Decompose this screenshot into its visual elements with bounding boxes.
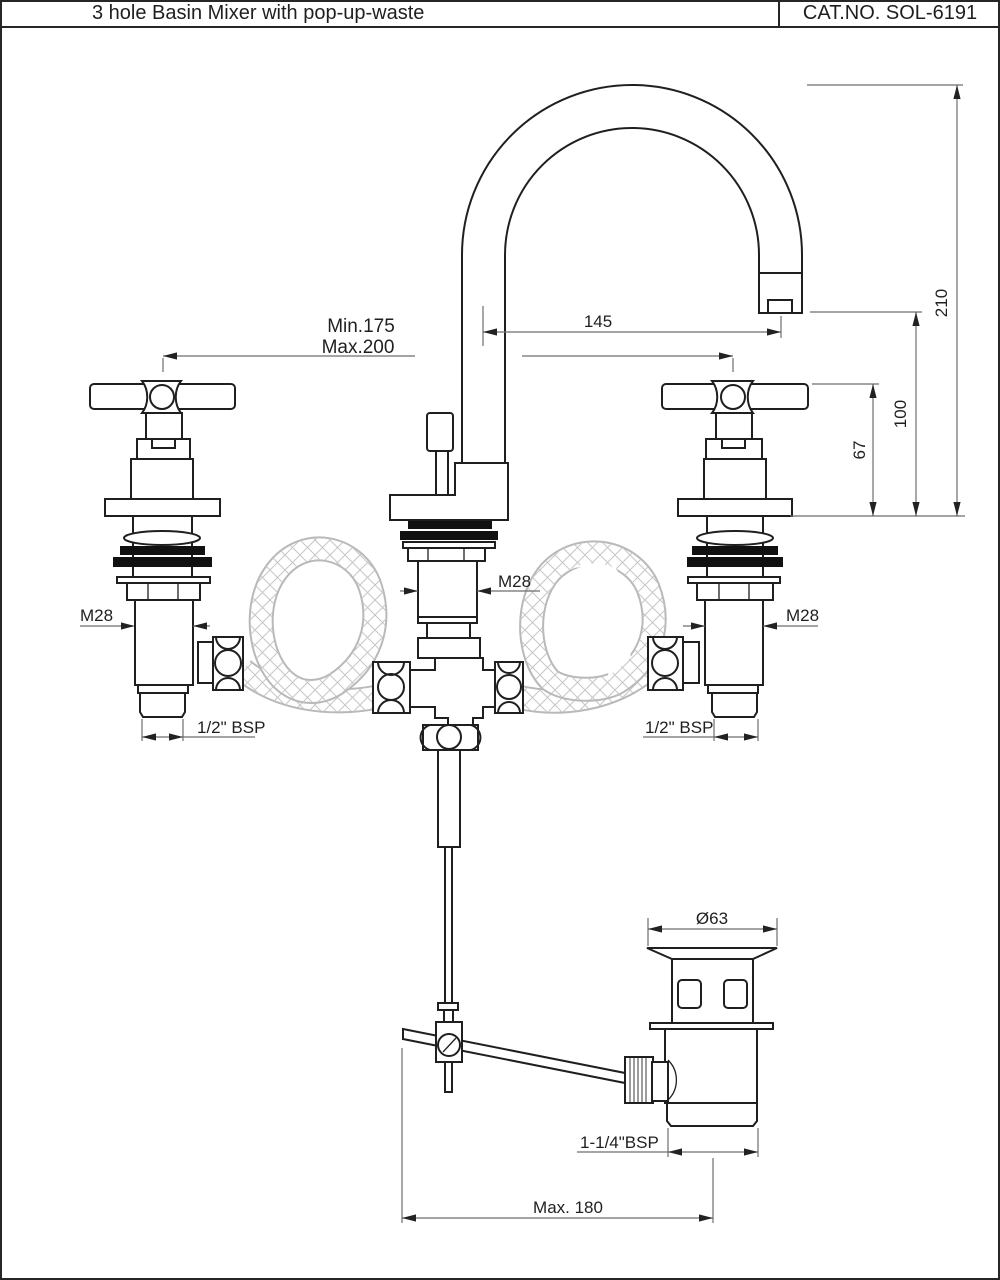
- overflow-slot-left: [677, 979, 702, 1009]
- spout-base: [389, 462, 509, 521]
- lift-rod-collar: [437, 1002, 459, 1011]
- gasket-bottom: [400, 531, 498, 540]
- right-hose-union-ball: [651, 649, 679, 677]
- right-inlet-stub: [711, 692, 758, 718]
- valve-cartridge-m28: [417, 560, 478, 618]
- dim-label-spacing-max: Max.200: [322, 337, 395, 358]
- overflow-slot-right: [723, 979, 748, 1009]
- left-handle-assembly: [89, 380, 244, 718]
- right-seal-ring: [696, 530, 774, 546]
- flex-hose-right: [515, 540, 667, 714]
- left-handle-screw: [149, 384, 175, 410]
- left-seal-ring: [123, 530, 201, 546]
- dim-label-spout-reach: 145: [584, 312, 612, 331]
- gasket-top: [408, 521, 492, 529]
- dimension-waste-diameter: Ø63: [647, 909, 778, 946]
- left-inlet-stub: [139, 692, 186, 718]
- spout-aerator: [767, 299, 793, 314]
- lever-coupling: [651, 1061, 669, 1102]
- right-flange: [677, 498, 793, 517]
- dim-label-waste-diameter: Ø63: [696, 909, 728, 928]
- pop-up-waste-assembly: [624, 947, 778, 1127]
- lift-rod-lower: [443, 1009, 454, 1023]
- dim-label-spacing-min: Min.175: [327, 316, 395, 337]
- dim-label-outlet-height: 100: [891, 400, 910, 428]
- union-right-ball: [496, 674, 522, 700]
- left-valve-upper: [130, 458, 194, 500]
- dimension-lever-reach: Max. 180: [401, 1048, 714, 1223]
- right-valve-m28: [704, 599, 764, 686]
- dimension-handle-spacing: Min.175 Max.200: [162, 316, 734, 372]
- left-nut: [126, 582, 201, 601]
- left-gasket-2: [113, 557, 212, 567]
- right-stub-hex: [707, 684, 759, 694]
- dim-label-bsp-right: 1/2" BSP: [645, 718, 713, 737]
- spout-outer-curve: [461, 84, 803, 464]
- center-valve-body: [372, 462, 524, 751]
- dim-label-m28-right: M28: [786, 606, 819, 625]
- spout: [461, 84, 803, 464]
- dim-label-bsp-left: 1/2" BSP: [197, 718, 265, 737]
- dim-label-lever-reach: Max. 180: [533, 1198, 603, 1217]
- title-bar: 3 hole Basin Mixer with pop-up-waste CAT…: [0, 0, 1000, 28]
- left-valve-m28: [134, 599, 194, 686]
- union-left-ball: [377, 673, 405, 701]
- dimension-outlet-height: 100: [810, 311, 922, 516]
- dimension-handle-height: 67: [812, 383, 879, 516]
- flex-hose-left: [235, 536, 388, 714]
- dimension-m28-right: M28: [683, 606, 819, 630]
- dim-label-m28-center: M28: [498, 572, 531, 591]
- right-handle-stem: [715, 412, 753, 440]
- dimension-spout-height: 210: [790, 84, 965, 517]
- dimension-waste-thread: 1-1/4"BSP: [577, 1128, 759, 1157]
- cross-body: [409, 657, 498, 726]
- dimension-spout-reach: 145: [482, 306, 782, 346]
- right-gasket-2: [687, 557, 783, 567]
- dimension-bsp-left: 1/2" BSP: [141, 718, 265, 741]
- actuator-knob: [426, 412, 454, 452]
- dim-label-waste-thread: 1-1/4"BSP: [580, 1133, 659, 1152]
- union-bottom-ball: [436, 724, 462, 750]
- lift-rod-thin: [444, 846, 453, 1004]
- waste-body-lower: [664, 1028, 758, 1104]
- pop-up-lift-mechanism: [402, 749, 626, 1093]
- valve-collar: [417, 637, 481, 659]
- dim-label-handle-height: 67: [850, 441, 869, 460]
- valve-neck: [426, 622, 471, 639]
- dim-label-spout-height: 210: [932, 289, 951, 317]
- left-outlet-neck: [197, 641, 214, 684]
- right-outlet-neck: [682, 641, 700, 684]
- dimension-bsp-right: 1/2" BSP: [643, 718, 759, 741]
- lift-rod-tail: [444, 1061, 453, 1093]
- pop-up-actuator: [426, 412, 454, 496]
- dimension-m28-left: M28: [80, 606, 210, 630]
- left-gasket-1: [120, 546, 205, 555]
- mounting-nut: [407, 547, 486, 562]
- waste-tailpiece: [666, 1102, 758, 1127]
- dim-label-m28-left: M28: [80, 606, 113, 625]
- left-cartridge-notch: [151, 438, 176, 449]
- left-hose-union-ball: [214, 649, 242, 677]
- right-handle-screw: [720, 384, 746, 410]
- catalog-number: CAT.NO. SOL-6191: [802, 1, 978, 24]
- left-flange: [104, 498, 221, 517]
- spout-inner-curve: [504, 127, 760, 464]
- lift-rod-upper: [437, 749, 461, 848]
- knurled-nut-texture: [629, 1058, 649, 1102]
- right-nut: [696, 582, 774, 601]
- dimension-m28-center: M28: [400, 572, 540, 595]
- right-valve-upper: [703, 458, 767, 500]
- drawing-title: 3 hole Basin Mixer with pop-up-waste: [0, 0, 780, 26]
- right-handle-assembly: [647, 380, 809, 718]
- left-handle-stem: [145, 412, 183, 440]
- waste-flange: [646, 947, 778, 960]
- right-cartridge-notch: [721, 438, 746, 449]
- left-stub-hex: [137, 684, 189, 694]
- right-gasket-1: [692, 546, 778, 555]
- actuator-stem: [435, 450, 449, 496]
